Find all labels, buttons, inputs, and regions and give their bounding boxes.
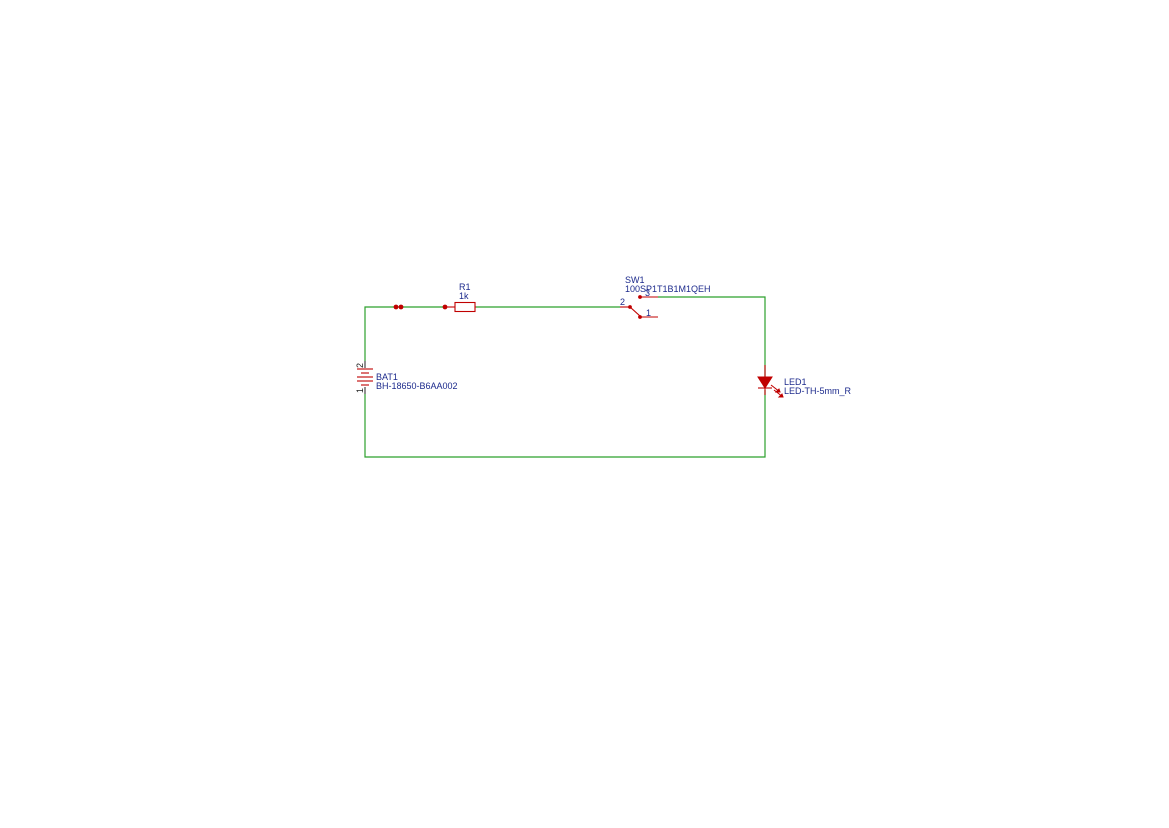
battery-ref-label: BAT1 (376, 372, 398, 382)
resistor-body (454, 301, 476, 313)
switch-symbol[interactable]: 2 1 3 SW1 100SP1T1B1M1QEH (620, 275, 711, 319)
junction-dot[interactable] (393, 304, 399, 310)
battery-symbol[interactable]: 2 1 BAT1 BH-18650-B6AA002 (355, 361, 458, 394)
battery-pin-1-number: 1 (355, 388, 365, 393)
resistor-value-label: 1k (459, 291, 469, 301)
junction-dot[interactable] (398, 304, 404, 310)
wire-bat-to-resistor[interactable] (364, 306, 445, 361)
led-symbol[interactable]: LED1 LED-TH-5mm_R (757, 365, 852, 398)
switch-pin-2-number: 2 (620, 297, 625, 307)
led-value-label: LED-TH-5mm_R (784, 386, 852, 396)
switch-pin-1-number: 1 (646, 308, 651, 318)
switch-lever (629, 306, 641, 317)
wire-switch-to-led[interactable] (658, 296, 766, 377)
switch-value-label: 100SP1T1B1M1QEH (625, 284, 711, 294)
led-light-arrow-icon (777, 393, 784, 398)
switch-ref-label: SW1 (625, 275, 645, 285)
resistor-symbol[interactable]: R1 1k (445, 282, 476, 313)
led-light-arrow-icon (774, 388, 781, 393)
switch-pin-3-number: 3 (645, 288, 650, 298)
battery-pin-2-number: 2 (355, 363, 365, 368)
resistor-ref-label: R1 (459, 282, 471, 292)
led-ref-label: LED1 (784, 377, 807, 387)
battery-value-label: BH-18650-B6AA002 (376, 381, 458, 391)
wires (364, 296, 766, 458)
wire-led-to-battery[interactable] (364, 390, 766, 458)
led-triangle (757, 376, 773, 389)
